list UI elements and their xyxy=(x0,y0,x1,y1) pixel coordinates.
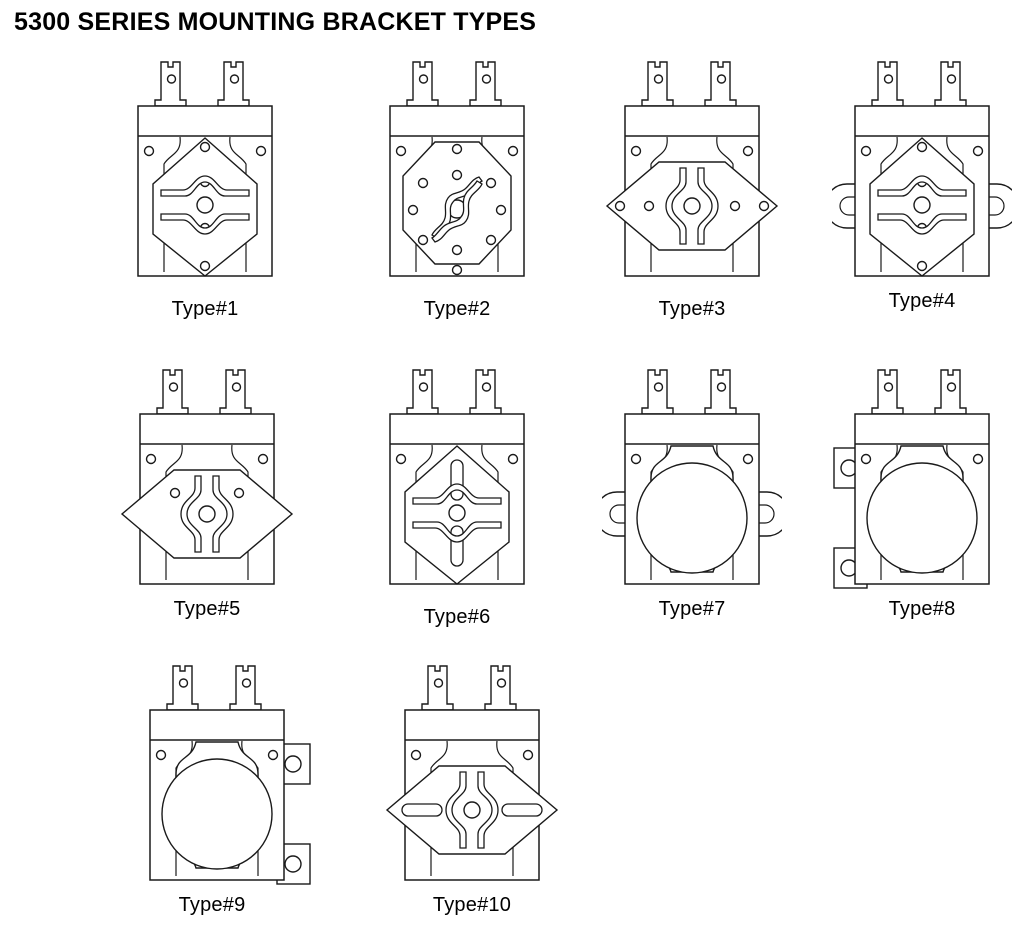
terminal-tab-right xyxy=(704,369,737,415)
figure-label-type-3: Type#3 xyxy=(658,298,726,320)
figure-type-3: Type#3 xyxy=(602,58,782,320)
figure-type-4: Type#4 xyxy=(832,58,1012,312)
figure-type-6: Type#6 xyxy=(372,366,542,628)
vertical-slot-bottom xyxy=(450,525,464,567)
body-hole-right xyxy=(255,145,267,157)
page-title: 5300 SERIES MOUNTING BRACKET TYPES xyxy=(14,8,537,36)
side-ear-left xyxy=(602,491,625,537)
terminal-tab-left xyxy=(156,369,189,415)
side-ear-left xyxy=(832,183,855,229)
figure-label-type-5: Type#5 xyxy=(173,598,241,620)
terminal-tab-right xyxy=(217,61,250,107)
type-1-drawing xyxy=(137,61,273,277)
terminal-tab-left xyxy=(421,665,454,711)
terminal-tab-right xyxy=(934,369,967,415)
horizontal-slot-right xyxy=(501,803,543,817)
terminal-tab-right xyxy=(229,665,262,711)
figure-type-2: Type#2 xyxy=(372,58,542,320)
type-5-drawing xyxy=(120,369,294,585)
type-2-drawing xyxy=(389,61,525,277)
terminal-tab-left xyxy=(871,61,904,107)
center-circle xyxy=(636,462,748,574)
type-10-drawing xyxy=(385,665,559,881)
terminal-tab-right xyxy=(469,61,502,107)
type-9-drawing xyxy=(149,665,311,885)
figure-type-8: Type#8 xyxy=(822,366,1012,620)
terminal-tab-left xyxy=(154,61,187,107)
figure-type-5: Type#5 xyxy=(117,366,297,620)
side-flange-upper-left xyxy=(833,447,868,489)
terminal-tab-right xyxy=(704,61,737,107)
terminal-tab-left xyxy=(871,369,904,415)
type-3-drawing xyxy=(605,61,779,277)
figure-label-type-1: Type#1 xyxy=(171,298,239,320)
vertical-slot-top xyxy=(450,459,464,501)
terminal-tab-right xyxy=(934,61,967,107)
center-circle xyxy=(866,462,978,574)
type-4-drawing xyxy=(832,61,1012,277)
terminal-tab-right xyxy=(484,665,517,711)
figure-label-type-9: Type#9 xyxy=(178,894,246,916)
side-ear-right xyxy=(989,183,1012,229)
body-hole-left xyxy=(143,145,155,157)
figure-type-7: Type#7 xyxy=(602,366,782,620)
figure-label-type-7: Type#7 xyxy=(658,598,726,620)
type-8-drawing xyxy=(833,369,990,589)
figure-label-type-2: Type#2 xyxy=(423,298,491,320)
terminal-tab-left xyxy=(406,61,439,107)
type-7-drawing xyxy=(602,369,782,585)
figure-type-10: Type#10 xyxy=(382,662,562,916)
figure-type-9: Type#9 xyxy=(132,662,322,916)
terminal-tab-left xyxy=(166,665,199,711)
terminal-tab-right xyxy=(469,369,502,415)
terminal-tab-right xyxy=(219,369,252,415)
figure-label-type-6: Type#6 xyxy=(423,606,491,628)
figure-label-type-10: Type#10 xyxy=(432,894,512,916)
horizontal-slot-left xyxy=(401,803,443,817)
figure-label-type-4: Type#4 xyxy=(888,290,956,312)
terminal-tab-left xyxy=(641,61,674,107)
figure-type-1: Type#1 xyxy=(120,58,290,320)
type-6-drawing xyxy=(389,369,525,585)
side-flange-upper-right xyxy=(276,743,311,785)
center-circle xyxy=(161,758,273,870)
figure-label-type-8: Type#8 xyxy=(888,598,956,620)
terminal-tab-left xyxy=(406,369,439,415)
terminal-tab-left xyxy=(641,369,674,415)
side-ear-right xyxy=(759,491,782,537)
